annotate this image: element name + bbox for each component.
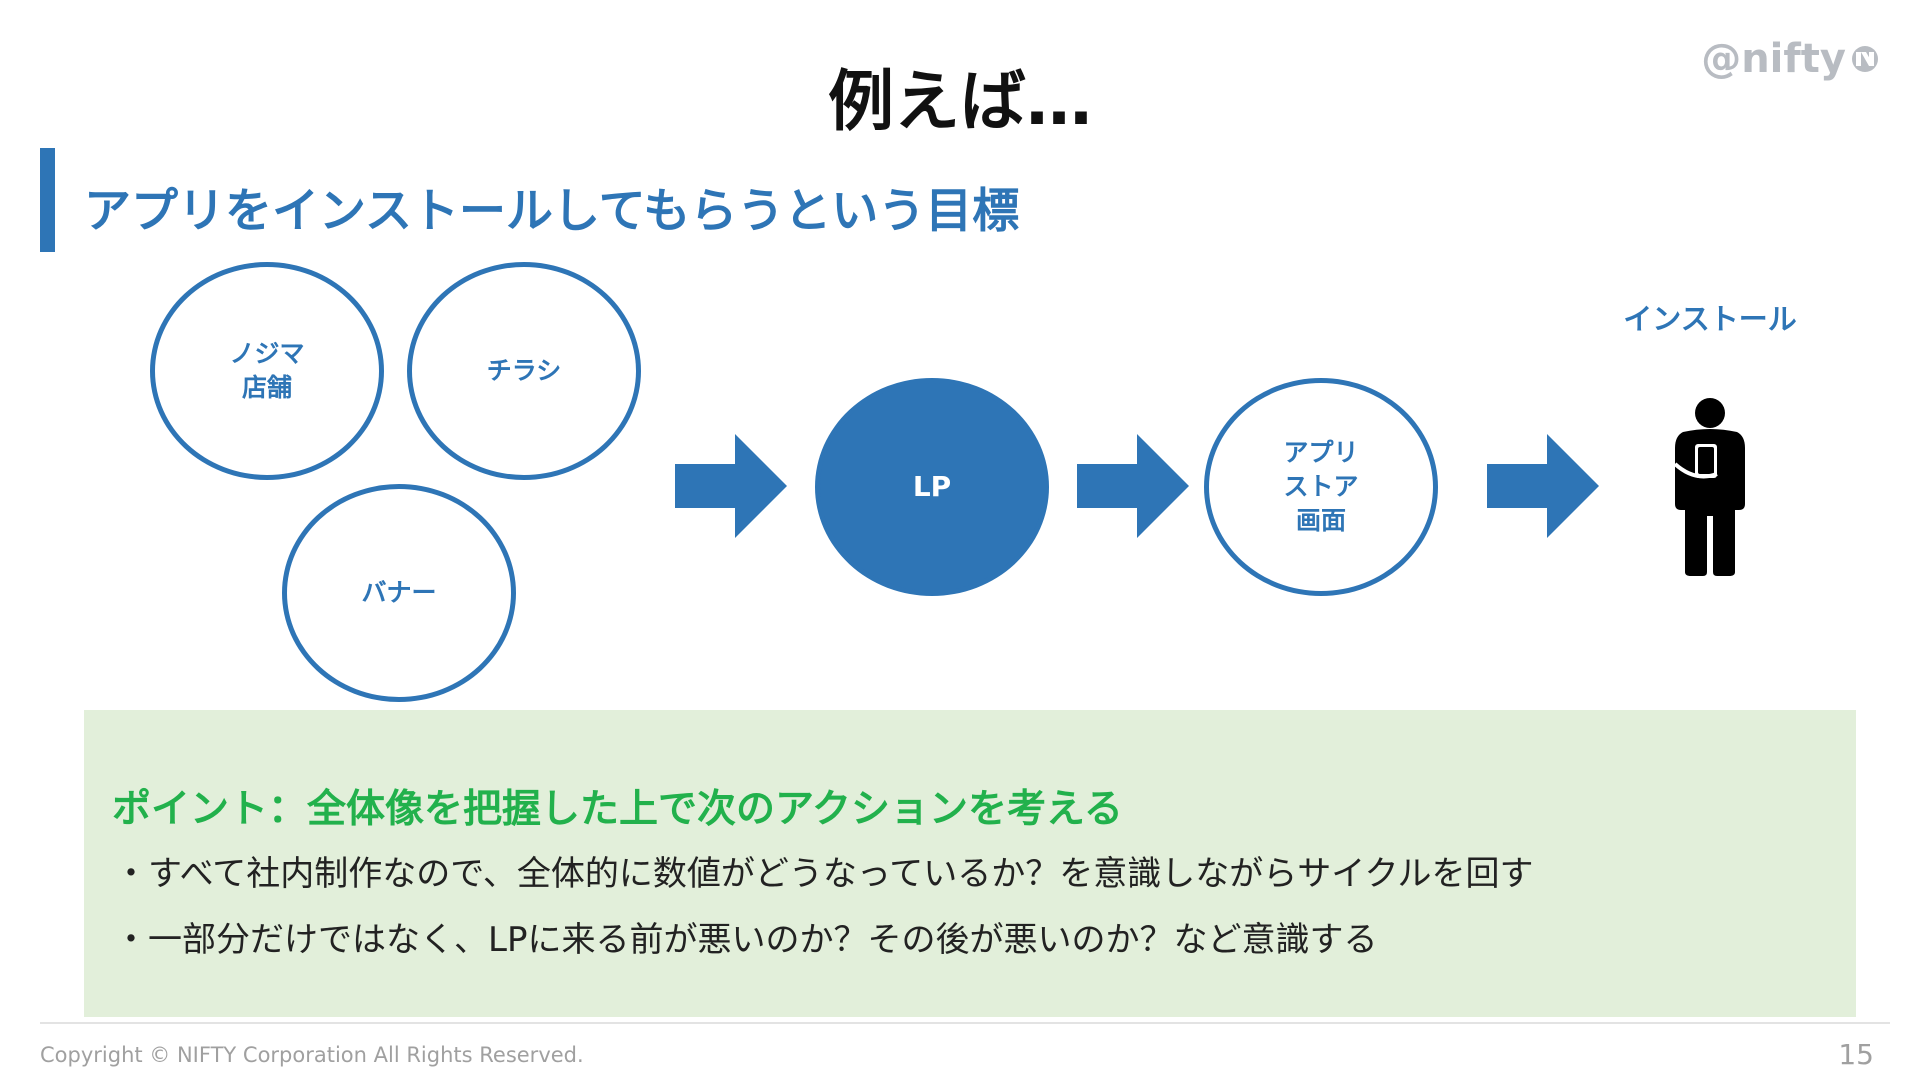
page-number: 15: [1838, 1038, 1874, 1071]
person-with-phone-icon: [1673, 398, 1745, 576]
section-title: アプリをインストールしてもらうという目標: [84, 184, 1020, 239]
logo-text: @nifty: [1701, 36, 1846, 82]
point-bullet: ・すべて社内制作なので、全体的に数値がどうなっているか？を意識しながらサイクルを…: [114, 854, 1534, 894]
arrow-right-icon: [1487, 434, 1599, 538]
circle-banner: バナー: [282, 484, 516, 702]
slide-title: 例えば…: [828, 63, 1092, 140]
point-title: ポイント：全体像を把握した上で次のアクションを考える: [112, 787, 1123, 832]
arrow-right-icon: [675, 434, 787, 538]
nifty-logo: @nifty: [1701, 36, 1884, 82]
install-label: インストール: [1623, 302, 1797, 336]
point-box: [84, 710, 1856, 1017]
nifty-mark-icon: [1852, 46, 1878, 72]
circle-flyer: チラシ: [407, 262, 641, 480]
arrow-right-icon: [1077, 434, 1189, 538]
copyright-text: Copyright © NIFTY Corporation All Rights…: [40, 1043, 584, 1067]
circle-nojima-store: ノジマ 店舗: [150, 262, 384, 480]
footer-divider: [40, 1022, 1890, 1024]
section-accent-bar: [40, 148, 55, 252]
point-bullet: ・一部分だけではなく、LPに来る前が悪いのか？その後が悪いのか？など意識する: [114, 920, 1378, 960]
circle-lp: LP: [815, 378, 1049, 596]
circle-app-store-screen: アプリ ストア 画面: [1204, 378, 1438, 596]
